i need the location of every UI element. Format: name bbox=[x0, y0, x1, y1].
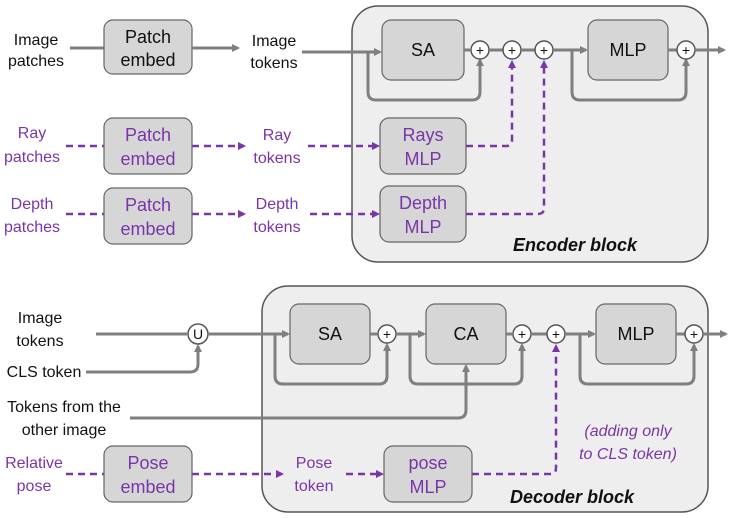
pose-mlp-to-add bbox=[472, 344, 560, 476]
enc-sa-label: SA bbox=[411, 40, 435, 60]
depth-input-line2: patches bbox=[4, 219, 60, 236]
ray-embed-line2: embed bbox=[120, 149, 175, 169]
depth-embed-box bbox=[103, 187, 193, 245]
enc-mlp-label: MLP bbox=[609, 40, 646, 60]
encoder-block-label: Encoder block bbox=[513, 235, 638, 255]
dec-union-symbol: U bbox=[193, 326, 203, 342]
ray-tokens-line1: Ray bbox=[263, 127, 291, 144]
enc-image-input-line2: patches bbox=[8, 53, 64, 70]
dec-add-2-symbol: + bbox=[518, 326, 526, 342]
depth-tokens-line1: Depth bbox=[256, 196, 299, 213]
dec-sa-residual bbox=[273, 334, 391, 386]
pose-embed-line2: embed bbox=[120, 477, 175, 497]
cls-note-line1: (adding only bbox=[584, 423, 672, 440]
enc-image-tokens-line1: Image bbox=[252, 33, 297, 50]
pose-mlp-line1: pose bbox=[408, 453, 447, 473]
cls-note-line2: to CLS token) bbox=[579, 446, 677, 463]
depth-mlp-to-add bbox=[466, 60, 548, 216]
pose-mlp-line2: MLP bbox=[409, 477, 446, 497]
dec-other-tokens-line2: other image bbox=[22, 422, 107, 439]
dec-cls-line bbox=[86, 344, 202, 374]
depth-mlp-line1: Depth bbox=[399, 193, 447, 213]
depth-input-line1: Depth bbox=[11, 196, 54, 213]
dec-other-tokens-line1: Tokens from the bbox=[7, 399, 121, 416]
enc-image-tokens-line2: tokens bbox=[250, 55, 297, 72]
rays-mlp-line1: Rays bbox=[402, 125, 443, 145]
depth-embed-line1: Patch bbox=[125, 195, 171, 215]
dec-add-4-symbol: + bbox=[690, 326, 698, 342]
enc-add-4-symbol: + bbox=[682, 42, 690, 58]
ray-tokens-line2: tokens bbox=[253, 150, 300, 167]
dec-mlp-label: MLP bbox=[617, 324, 654, 344]
pose-embed-line1: Pose bbox=[127, 453, 168, 473]
dec-mlp-residual bbox=[578, 334, 698, 386]
rays-mlp-to-add bbox=[466, 60, 516, 148]
dec-add-3-symbol: + bbox=[552, 326, 560, 342]
depth-embed-line2: embed bbox=[120, 219, 175, 239]
enc-add-2-symbol: + bbox=[508, 42, 516, 58]
enc-sa-residual bbox=[366, 52, 484, 102]
enc-image-embed-line2: embed bbox=[120, 50, 175, 70]
depth-tokens-line2: tokens bbox=[253, 219, 300, 236]
rays-mlp-line2: MLP bbox=[404, 149, 441, 169]
dec-image-tokens-line1: Image bbox=[18, 310, 63, 327]
relative-pose-line1: Relative bbox=[5, 455, 63, 472]
depth-mlp-line2: MLP bbox=[404, 217, 441, 237]
ray-embed-line1: Patch bbox=[125, 125, 171, 145]
pose-token-line2: token bbox=[294, 478, 333, 495]
decoder-block-label: Decoder block bbox=[510, 487, 635, 507]
dec-cls-token: CLS token bbox=[7, 364, 82, 381]
dec-ca-label: CA bbox=[453, 324, 478, 344]
enc-mlp-residual bbox=[570, 50, 690, 102]
enc-add-3-symbol: + bbox=[540, 42, 548, 58]
ray-input-line1: Ray bbox=[18, 125, 46, 142]
dec-add-1-symbol: + bbox=[383, 326, 391, 342]
dec-sa-label: SA bbox=[318, 324, 342, 344]
ray-input-line2: patches bbox=[4, 149, 60, 166]
pose-token-line1: Pose bbox=[296, 455, 333, 472]
dec-image-tokens-line2: tokens bbox=[16, 333, 63, 350]
dec-other-tokens-line bbox=[130, 364, 470, 420]
enc-add-1-symbol: + bbox=[476, 42, 484, 58]
enc-image-input-line1: Image bbox=[14, 32, 59, 49]
enc-image-embed-line1: Patch bbox=[125, 27, 171, 47]
relative-pose-line2: pose bbox=[17, 478, 52, 495]
